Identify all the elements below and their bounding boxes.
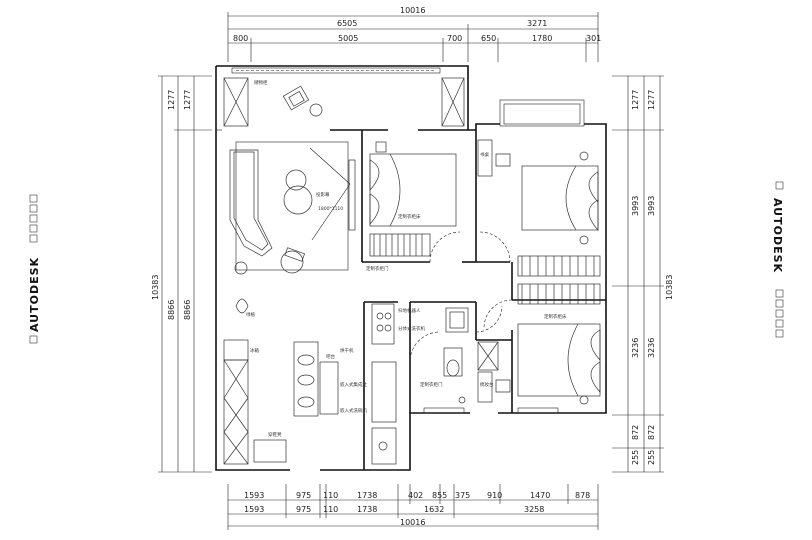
dim-left-mid: 8866 (167, 300, 176, 320)
dim-right-4: 3993 (647, 196, 656, 216)
bedroom-3: 定制衣柜床 梳妆台 (477, 283, 601, 405)
label-rug-dim: 1800*1110 (318, 206, 343, 212)
dim-bot2-3: 110 (323, 505, 338, 514)
master-bedroom: 定制衣柜床 定制衣柜门 (366, 141, 461, 272)
dim-bot2-2: 975 (296, 505, 311, 514)
label-kitchen1: 嵌入式集成灶 (340, 381, 367, 388)
dim-right-7: 872 (631, 425, 640, 440)
dim-right-5: 3236 (631, 338, 640, 358)
dim-top-d1: 800 (233, 34, 248, 43)
label-desk: 书桌 (480, 151, 489, 158)
dim-right-1: 1277 (631, 90, 640, 110)
label-robot: 扫地机器人 (398, 307, 421, 314)
bottom-dimensions: 1593 975 110 1738 402 855 375 910 1470 8… (227, 484, 599, 530)
dim-right-8: 872 (647, 425, 656, 440)
living-room: 储物柜 投影幕 1800*1110 绿植 冰箱 (223, 77, 465, 465)
outer-walls (215, 65, 607, 471)
dim-bot2-5: 1632 (424, 505, 444, 514)
label-bed2: 定制衣柜床 (544, 313, 567, 320)
dim-bot1-2: 975 (296, 491, 311, 500)
dim-bot1-1: 1593 (244, 491, 264, 500)
label-master-bed: 定制衣柜床 (398, 213, 421, 220)
watermark-left: AUTODESK (28, 194, 41, 344)
label-wash: 烘干机 (340, 347, 354, 354)
dim-top-d5: 1780 (532, 34, 552, 43)
label-washer: 分体式洗衣机 (398, 325, 425, 332)
dim-bot2-1: 1593 (244, 505, 264, 514)
dim-top-d4: 650 (481, 34, 496, 43)
right-dimensions: 1277 1277 3993 3993 3236 3236 872 872 25… (612, 75, 674, 473)
dim-right-2: 1277 (647, 90, 656, 110)
watermark-brand-right: AUTODESK (771, 198, 784, 273)
dim-right-6: 3236 (647, 338, 656, 358)
label-study: 梳妆台 (480, 381, 494, 388)
dim-top-mid-2: 3271 (527, 19, 547, 28)
dim-top-d2: 5005 (338, 34, 358, 43)
dim-top-mid-1: 6505 (337, 19, 357, 28)
dim-bot1-3: 110 (323, 491, 338, 500)
label-fridge: 冰箱 (250, 347, 259, 354)
label-kitchen2: 嵌入式洗碗机 (340, 407, 367, 414)
kitchen: 吧台 嵌入式集成灶 嵌入式洗碗机 烘干机 (293, 303, 397, 465)
dim-bot1-10: 878 (575, 491, 590, 500)
inner-walls (330, 129, 606, 470)
dim-top-d3: 700 (447, 34, 462, 43)
label-bar: 吧台 (326, 353, 335, 360)
bedroom-2: 书桌 (477, 139, 601, 277)
dim-bottom-total: 10016 (400, 518, 425, 527)
dim-bot1-4: 1738 (357, 491, 377, 500)
dim-bot2-6: 3258 (524, 505, 544, 514)
dim-top-d6: 301 (586, 34, 601, 43)
dim-top-total: 10016 (400, 6, 425, 15)
dim-left-top2: 1277 (183, 90, 192, 110)
dim-right-9: 255 (631, 450, 640, 465)
dim-right-outer: 10383 (665, 275, 674, 300)
label-projector: 投影幕 (316, 191, 330, 198)
dim-bot2-4: 1738 (357, 505, 377, 514)
dim-left-outer: 10383 (151, 275, 160, 300)
label-master-closet: 定制衣柜门 (366, 265, 389, 272)
dim-right-3: 3993 (631, 196, 640, 216)
windows (231, 67, 559, 414)
label-chair: 储物柜 (254, 79, 268, 86)
label-plant: 绿植 (246, 311, 255, 318)
dim-bot1-8: 910 (487, 491, 502, 500)
dim-bot1-6: 855 (432, 491, 447, 500)
dim-bot1-7: 375 (455, 491, 470, 500)
watermark-right: AUTODESK (771, 181, 784, 338)
label-closet: 定制衣柜门 (420, 381, 443, 388)
dim-bot1-5: 402 (408, 491, 423, 500)
dim-left-top1: 1277 (167, 90, 176, 110)
dim-left-mid2: 8866 (183, 300, 192, 320)
left-dimensions: 10383 8866 8866 1277 1277 (151, 75, 212, 473)
label-shoe: 穿鞋凳 (268, 431, 282, 438)
top-dimensions: 10016 6505 3271 800 5005 700 650 1780 30… (227, 6, 601, 62)
dim-bot1-9: 1470 (530, 491, 550, 500)
bathroom: 扫地机器人 分体式洗衣机 定制衣柜门 (398, 305, 503, 404)
dim-right-10: 255 (647, 450, 656, 465)
watermark-brand-left: AUTODESK (28, 257, 41, 332)
